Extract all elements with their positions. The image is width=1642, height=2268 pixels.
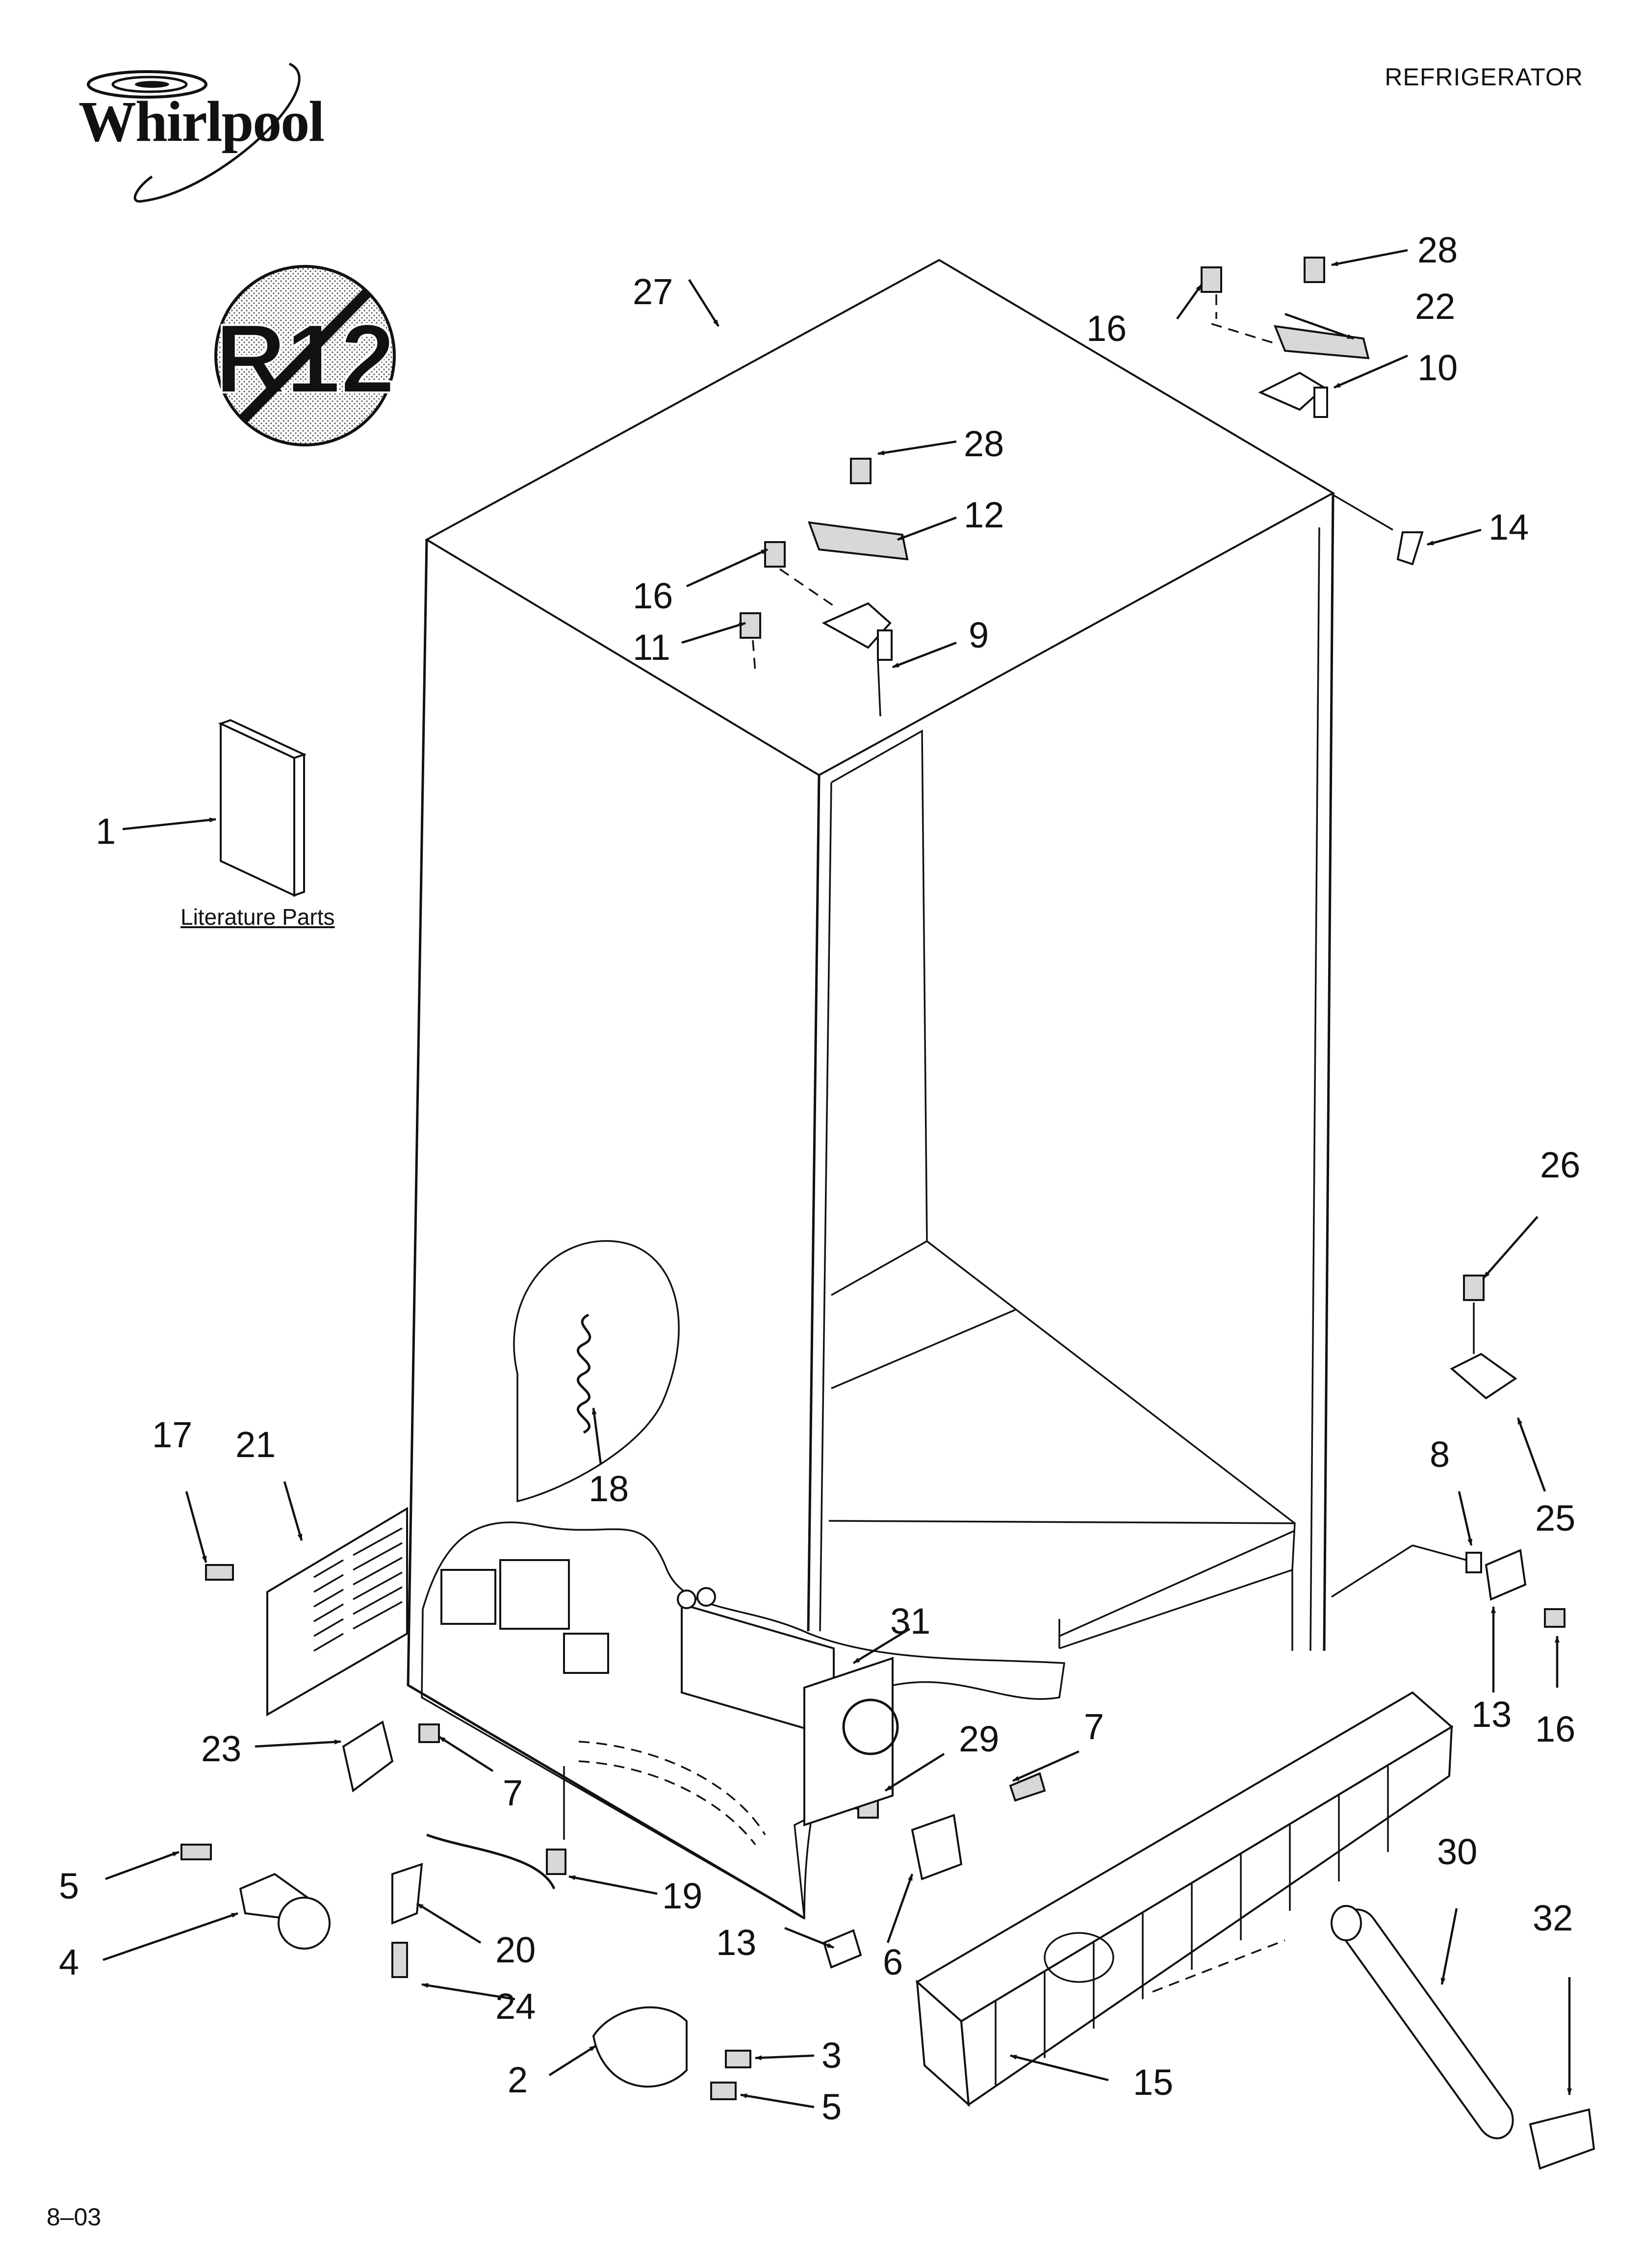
callout-32: 32 bbox=[1533, 1898, 1573, 1938]
swirl-icon bbox=[87, 62, 301, 203]
callout-3: 3 bbox=[821, 2035, 842, 2076]
callout-11: 11 bbox=[633, 627, 670, 668]
callout-14: 14 bbox=[1488, 507, 1529, 547]
callout-28-center: 28 bbox=[964, 423, 1004, 464]
left-grille-panel bbox=[205, 1507, 408, 1717]
valves-and-controls bbox=[440, 1559, 899, 1846]
callout-1: 1 bbox=[96, 811, 116, 852]
water-filter-30 bbox=[1331, 1905, 1595, 2170]
callout-18: 18 bbox=[589, 1468, 629, 1509]
right-hardware bbox=[1331, 1275, 1565, 1628]
callout-16-center: 16 bbox=[633, 575, 673, 616]
callout-29: 29 bbox=[959, 1719, 999, 1759]
whirlpool-logo: Whirlpool bbox=[59, 54, 343, 211]
callout-16-right: 16 bbox=[1535, 1709, 1575, 1749]
callout-21: 21 bbox=[235, 1424, 276, 1465]
page-code: 8–03 bbox=[47, 2203, 102, 2231]
leader-lines bbox=[103, 249, 1572, 2109]
callout-7-left: 7 bbox=[503, 1773, 523, 1813]
upper-hinge-assemblies bbox=[740, 257, 1424, 717]
refrigerator-cabinet bbox=[407, 259, 1335, 1920]
brand-name: Whirlpool bbox=[78, 89, 325, 154]
callout-15: 15 bbox=[1133, 2062, 1173, 2103]
callout-24: 24 bbox=[495, 1986, 536, 2027]
callout-16: 16 bbox=[1086, 308, 1127, 349]
callout-26: 26 bbox=[1540, 1145, 1580, 1185]
callout-7-right: 7 bbox=[1084, 1706, 1104, 1747]
callout-17: 17 bbox=[152, 1414, 192, 1455]
callout-13-right: 13 bbox=[1471, 1694, 1512, 1735]
callout-19: 19 bbox=[662, 1876, 702, 1916]
callout-25: 25 bbox=[1535, 1498, 1575, 1538]
callout-5-bottom: 5 bbox=[821, 2086, 842, 2127]
no-r12-badge: R12 bbox=[214, 265, 396, 446]
page-title: REFRIGERATOR bbox=[1385, 63, 1583, 91]
callout-9: 9 bbox=[969, 615, 989, 655]
callout-2: 2 bbox=[508, 2059, 528, 2100]
callout-31: 31 bbox=[890, 1601, 930, 1642]
coil-18 bbox=[577, 1313, 591, 1434]
literature-parts-label: Literature Parts bbox=[180, 904, 335, 930]
callout-20: 20 bbox=[495, 1929, 536, 1970]
callout-5-left: 5 bbox=[59, 1866, 79, 1906]
base-grille-15 bbox=[915, 1691, 1454, 2107]
callout-27: 27 bbox=[633, 271, 673, 312]
callout-8: 8 bbox=[1430, 1434, 1450, 1475]
callout-6: 6 bbox=[883, 1942, 903, 1982]
callout-numbers: 1 27 16 28 22 10 14 28 12 16 11 9 18 17 … bbox=[59, 230, 1580, 2127]
callout-22: 22 bbox=[1415, 286, 1455, 327]
literature-booklet bbox=[218, 719, 307, 897]
callout-23: 23 bbox=[201, 1728, 241, 1769]
callout-10: 10 bbox=[1417, 347, 1458, 388]
callout-30: 30 bbox=[1437, 1831, 1477, 1872]
callout-28: 28 bbox=[1417, 230, 1458, 270]
lower-hardware bbox=[180, 1720, 1046, 2100]
callout-12: 12 bbox=[964, 495, 1004, 535]
callout-4: 4 bbox=[59, 1942, 79, 1982]
callout-13-bottom: 13 bbox=[716, 1922, 756, 1963]
